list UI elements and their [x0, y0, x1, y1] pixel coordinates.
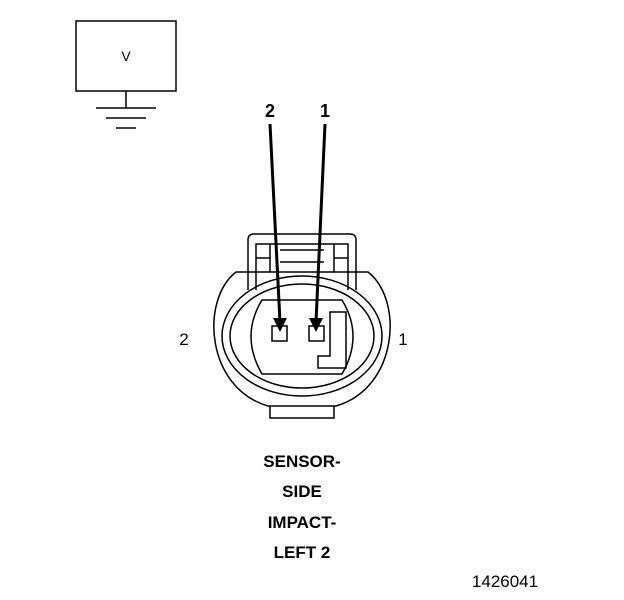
connector-caption: SENSOR- SIDE IMPACT- LEFT 2: [263, 452, 340, 562]
connector-bottom-tab: [269, 406, 335, 419]
probe-label-2: 2: [265, 101, 275, 121]
connector-ring-middle: [229, 283, 375, 389]
connector-latch-inner: [255, 243, 349, 290]
cavity-label-2: 2: [179, 330, 188, 349]
connector-latch: [247, 233, 357, 290]
voltmeter: V: [75, 20, 177, 129]
ground-icon: [96, 107, 156, 129]
voltmeter-symbol: V: [121, 48, 131, 64]
probe-lead-2: [268, 123, 287, 332]
caption-line-2: SIDE: [282, 482, 322, 501]
connector-cavity: [250, 299, 354, 375]
probe-label-1: 1: [320, 101, 330, 121]
figure-id: 1426041: [472, 572, 538, 591]
connector-body: [213, 233, 391, 419]
probe-lead-1: [309, 123, 327, 332]
connector-outer-shell: [213, 271, 391, 407]
caption-line-3: IMPACT-: [268, 513, 337, 532]
caption-line-4: LEFT 2: [274, 543, 331, 562]
arrow-down-icon: [273, 318, 287, 332]
caption-line-1: SENSOR-: [263, 452, 340, 471]
connector-key: [317, 311, 347, 369]
cavity-label-1: 1: [398, 330, 407, 349]
connector-ring-outer: [221, 275, 383, 397]
arrow-down-icon: [309, 318, 323, 332]
